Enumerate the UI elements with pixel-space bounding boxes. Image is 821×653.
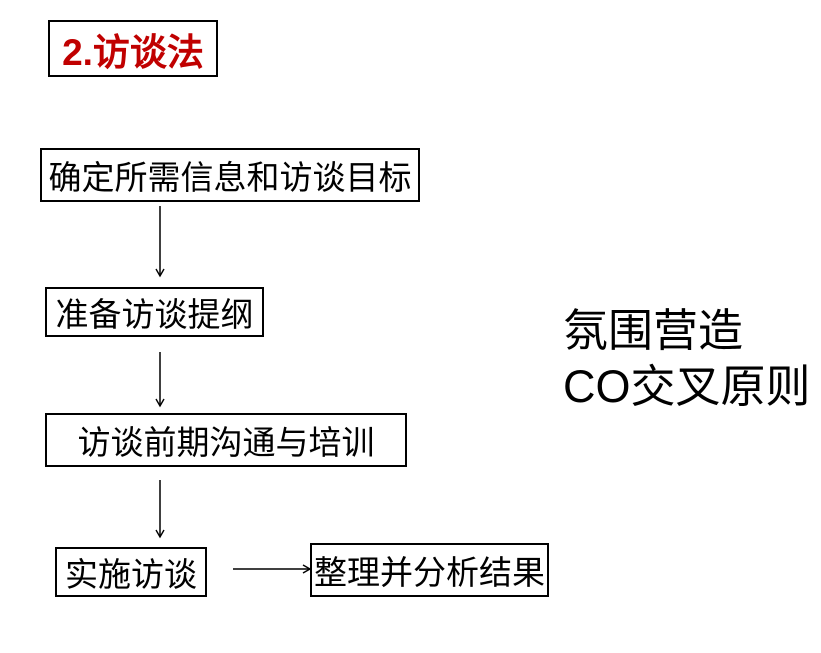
flow-step-label: 整理并分析结果 [314, 554, 545, 591]
flow-step-label: 确定所需信息和访谈目标 [48, 159, 412, 196]
flow-step-label: 访谈前期沟通与培训 [77, 424, 375, 461]
slide-title-box: 2.访谈法 [48, 20, 218, 77]
flow-step-communication-training: 访谈前期沟通与培训 [45, 413, 407, 467]
side-note-line1: 氛围营造 [563, 305, 744, 356]
flow-step-label: 实施访谈 [65, 556, 197, 593]
side-note: 氛围营造 CO交叉原则 [563, 303, 811, 415]
flow-step-label: 准备访谈提纲 [55, 296, 254, 333]
flow-step-analyze-results: 整理并分析结果 [310, 543, 549, 597]
flow-step-define-goals: 确定所需信息和访谈目标 [40, 148, 420, 202]
flow-step-conduct-interview: 实施访谈 [55, 547, 207, 597]
side-note-line2: CO交叉原则 [563, 361, 811, 412]
slide-title: 2.访谈法 [62, 31, 204, 73]
flow-step-prepare-outline: 准备访谈提纲 [45, 287, 264, 337]
